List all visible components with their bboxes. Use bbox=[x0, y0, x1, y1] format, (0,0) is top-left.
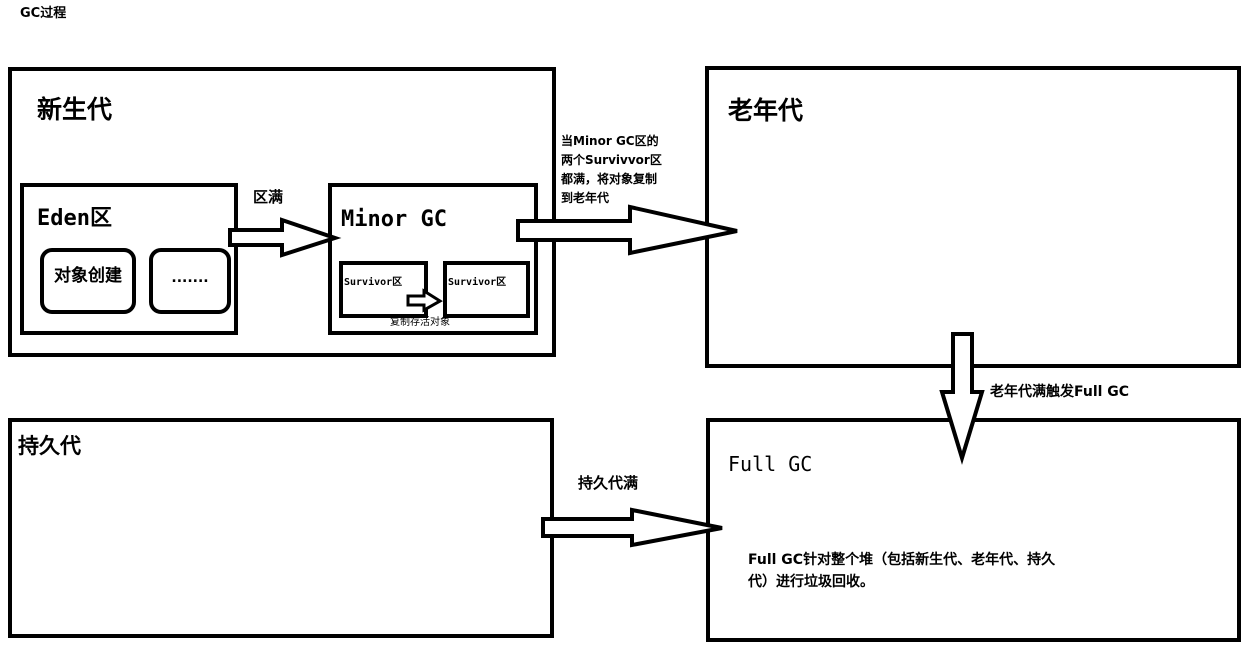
full-gc-label: Full GC bbox=[728, 452, 813, 476]
survivor-full-note-line: 两个Survivvor区 bbox=[561, 153, 662, 167]
copy-survivors-note: 复制存活对象 bbox=[390, 317, 450, 328]
eden-full-label: 区满 bbox=[253, 188, 284, 206]
old-full-label: 老年代满触发Full GC bbox=[990, 384, 1130, 400]
survivor-full-note-line: 当Minor GC区的 bbox=[561, 134, 659, 148]
full-gc-description-line-1: Full GC针对整个堆（包括新生代、老年代、持久 bbox=[748, 552, 1056, 568]
perm-gen-label: 持久代 bbox=[18, 434, 81, 458]
full-gc-description-line-2: 代）进行垃圾回收。 bbox=[748, 574, 874, 590]
old-gen-label: 老年代 bbox=[728, 96, 804, 125]
survivor-full-note-line: 都满，将对象复制 bbox=[561, 172, 658, 186]
survivor-label-2: Survivor区 bbox=[448, 277, 507, 288]
survivor-box-1 bbox=[339, 261, 428, 318]
minor-gc-label: Minor GC bbox=[341, 207, 447, 232]
ellipsis-label: ....... bbox=[171, 270, 209, 286]
object-creation-box bbox=[40, 248, 136, 314]
object-creation-label: 对象创建 bbox=[54, 266, 122, 286]
young-gen-label: 新生代 bbox=[37, 95, 113, 124]
perm-full-label: 持久代满 bbox=[578, 474, 639, 492]
perm-gen-box bbox=[8, 418, 554, 638]
arrow-perm-gen-to-full-gc bbox=[541, 507, 723, 548]
ellipsis-box bbox=[149, 248, 231, 314]
page-title: GC过程 bbox=[20, 6, 67, 21]
eden-label: Eden区 bbox=[37, 206, 112, 231]
old-gen-box bbox=[705, 66, 1241, 368]
survivor-box-2 bbox=[443, 261, 530, 318]
survivor-label-1: Survivor区 bbox=[344, 277, 403, 288]
survivor-full-note-line: 到老年代 bbox=[561, 191, 610, 205]
